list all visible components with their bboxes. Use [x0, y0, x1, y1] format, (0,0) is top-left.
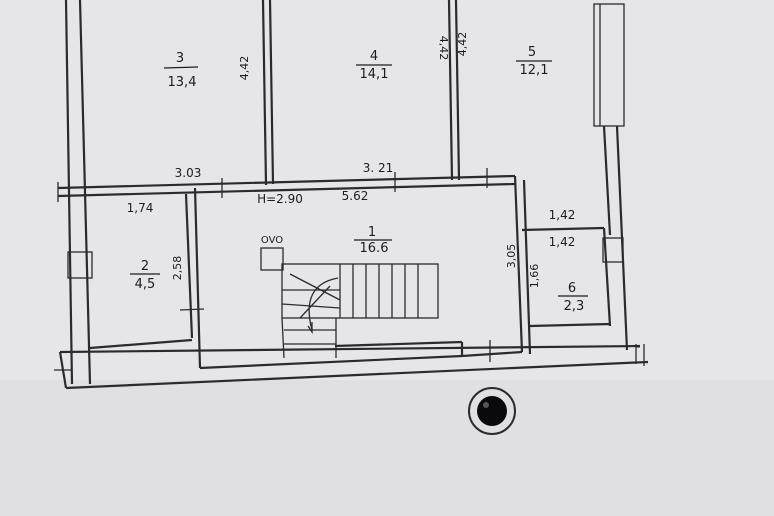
left-outer-wall	[64, 0, 93, 385]
room-4-area: 14,1	[360, 67, 389, 82]
room-4-number: 4	[370, 49, 378, 64]
room-3-height-label: 4,42	[238, 56, 251, 81]
room-6-width-bottom-label: 1,42	[549, 235, 576, 249]
room-2-width-label: 1,74	[127, 201, 154, 215]
well-icon	[468, 387, 516, 435]
staircase	[281, 263, 439, 359]
room-1-number: 1	[368, 225, 376, 240]
room-2-walls	[89, 193, 205, 350]
room-3-area: 13,4	[168, 75, 197, 90]
room-5-height-label: 4,42	[456, 32, 469, 57]
room-2-height-label: 2,58	[171, 256, 184, 281]
room-6-number: 6	[568, 281, 576, 296]
ceiling-height-label: H=2.90	[257, 192, 303, 206]
right-shaft	[593, 3, 629, 351]
room-6-area: 2,3	[564, 299, 585, 314]
room-3-number: 3	[176, 51, 184, 66]
upper-horizontal-wall	[57, 168, 516, 202]
bottom-outer-wall	[54, 340, 649, 390]
stove-label: OVO	[261, 235, 283, 246]
room-1-length-label: 5.62	[342, 189, 369, 203]
room-6-walls	[521, 226, 612, 328]
room-3-width-label: 3.03	[175, 166, 202, 180]
room-6-width-top-label: 1,42	[549, 208, 576, 222]
paper-shadow	[0, 380, 774, 516]
room-4-height-label: 4,42	[437, 36, 450, 61]
upper-partitions	[261, 0, 461, 186]
stove-symbol	[260, 247, 284, 271]
room-5-area: 12,1	[520, 63, 549, 78]
room-4-width-label: 3. 21	[363, 161, 394, 175]
room-1-area: 16.6	[360, 241, 389, 256]
room-6-height-label: 1,66	[528, 264, 541, 289]
room-5-number: 5	[528, 45, 536, 60]
room-2-area: 4,5	[135, 277, 156, 292]
room-1-walls	[193, 175, 532, 370]
room-2-number: 2	[141, 259, 149, 274]
room-1-width-label: 3,05	[505, 244, 518, 269]
